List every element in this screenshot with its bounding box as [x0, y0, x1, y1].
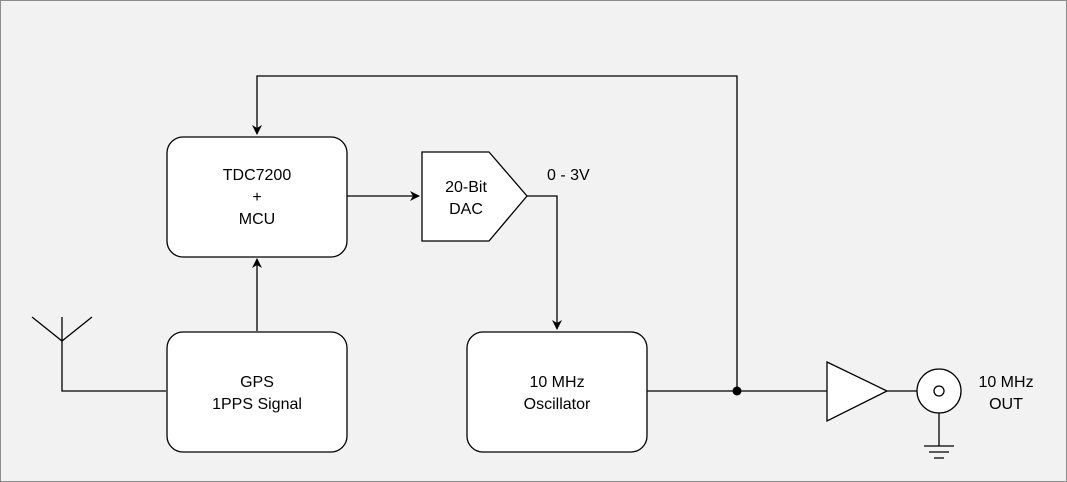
dac-to-oscillator-wire [527, 195, 562, 330]
gps-label-line2: 1PPS Signal [212, 396, 302, 413]
oscillator-label-line2: Oscillator [524, 396, 591, 413]
output-label-line1: 10 MHz [978, 374, 1033, 391]
tdc-mcu-label-line1: TDC7200 [223, 167, 292, 184]
oscillator-label-line1: 10 MHz [529, 374, 584, 391]
gps-block: GPS 1PPS Signal [166, 331, 348, 453]
dac-output-voltage-label: 0 - 3V [547, 167, 590, 184]
dac-label-line1: 20-Bit [445, 179, 487, 196]
antenna-icon [31, 316, 93, 342]
dac-label-line2: DAC [449, 201, 483, 218]
gps-label-line1: GPS [240, 374, 274, 391]
tdc-mcu-block: TDC7200 + MCU [166, 136, 348, 258]
dac-block: 20-Bit DAC [421, 151, 528, 242]
oscillator-block: 10 MHz Oscillator [466, 331, 648, 453]
amplifier-icon [826, 360, 889, 423]
output-label-line2: OUT [989, 396, 1023, 413]
junction-dot-icon [732, 386, 742, 396]
tdc-mcu-label-line3: MCU [239, 211, 275, 228]
feedback-wire [252, 75, 738, 391]
ground-icon [924, 413, 954, 459]
tdc-mcu-label-line2: + [252, 189, 261, 206]
antenna-to-gps-wire [61, 341, 166, 392]
coax-connector-icon [916, 368, 962, 414]
